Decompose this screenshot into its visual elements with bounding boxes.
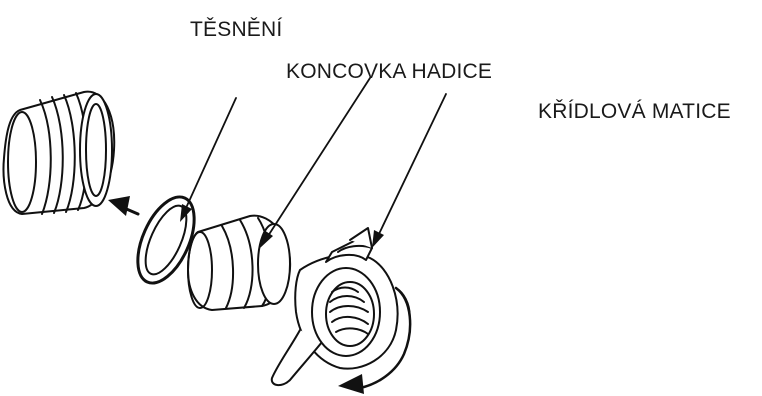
pump-inlet-connector	[4, 92, 115, 214]
wing-nut-leader-arrowhead	[372, 230, 384, 248]
hose-end-leader-line	[268, 78, 370, 236]
wing-nut-leader-line	[378, 94, 446, 236]
wing-nut	[272, 228, 398, 385]
hose-end-fitting	[188, 216, 290, 310]
direction-arrow	[108, 196, 138, 216]
seal-leader-line	[186, 98, 236, 208]
